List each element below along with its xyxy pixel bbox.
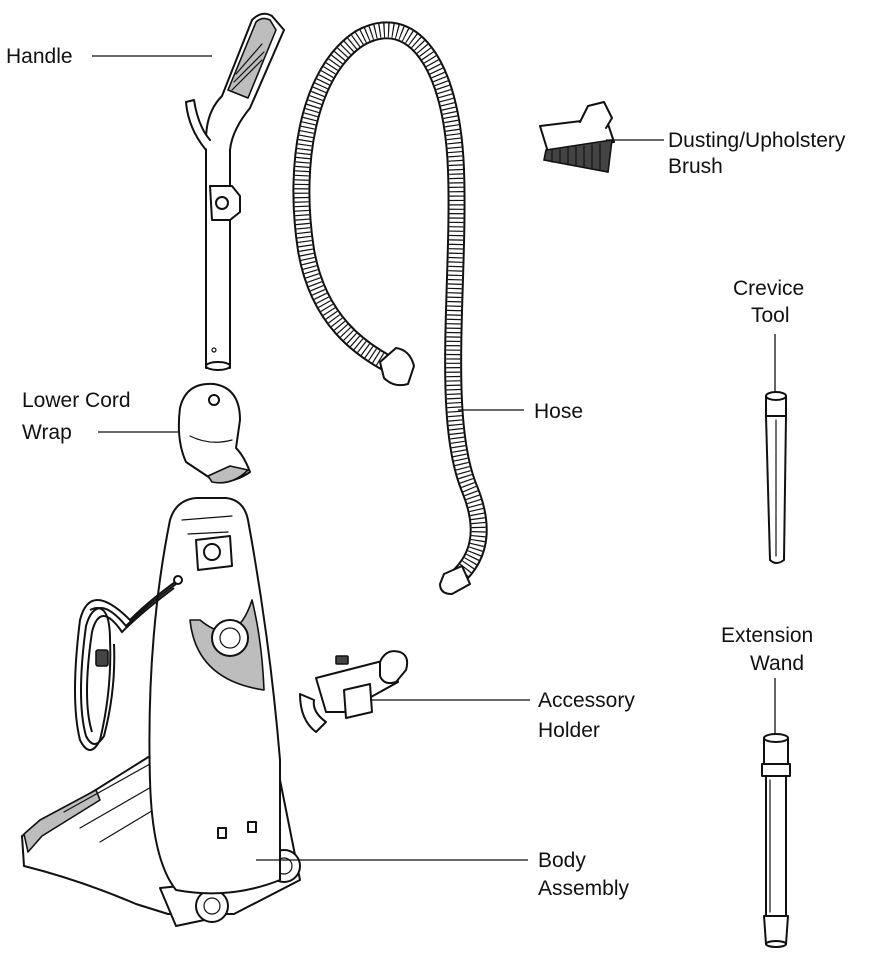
accessory-holder-label-line2: Holder <box>538 719 600 742</box>
body-label-line1: Body <box>538 849 586 872</box>
hose-illustration <box>292 21 488 595</box>
brush-label-line1: Dusting/Upholstery <box>668 129 846 152</box>
crevice-tool-illustration <box>765 391 787 564</box>
extension-wand-label-line2: Wand <box>750 652 804 675</box>
cord-wrap-label-line2: Wrap <box>22 421 72 444</box>
hose-label: Hose <box>534 400 583 423</box>
crevice-label-line2: Tool <box>751 304 790 327</box>
cord-wrap-label-line1: Lower Cord <box>22 389 131 412</box>
accessory-holder-label-line1: Accessory <box>538 689 635 712</box>
accessory-holder-illustration <box>299 650 409 733</box>
extension-wand-label-line1: Extension <box>721 624 813 647</box>
lower-cord-wrap-illustration <box>177 382 251 484</box>
body-assembly-illustration <box>21 497 301 927</box>
body-label-line2: Assembly <box>538 877 630 900</box>
crevice-label-line1: Crevice <box>733 277 804 300</box>
dusting-brush-illustration <box>539 101 615 173</box>
extension-wand-illustration <box>761 733 791 948</box>
handle-label: Handle <box>6 45 73 68</box>
brush-label-line2: Brush <box>668 155 723 178</box>
handle-illustration <box>185 12 285 371</box>
